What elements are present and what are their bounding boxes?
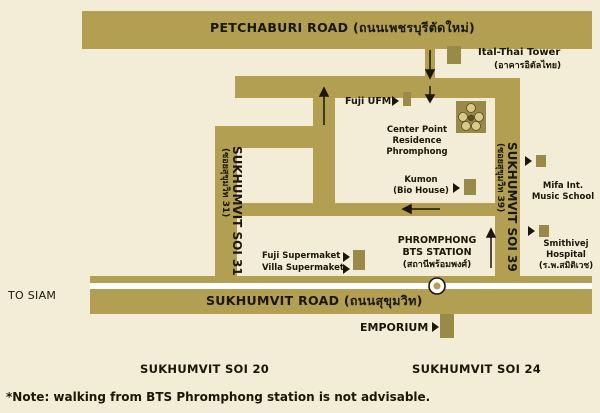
- arrow-down-center: [424, 86, 436, 104]
- emporium-label: EMPORIUM: [360, 321, 429, 334]
- soi31-road: [215, 126, 237, 276]
- fuji-supermarket-label: Fuji Supermaket: [262, 251, 341, 261]
- center-point-line1: Center Point: [386, 125, 448, 135]
- center-point-line3: Phromphong: [386, 147, 448, 157]
- emporium-block: [440, 314, 454, 338]
- soi20-label: SUKHUMVIT SOI 20: [140, 362, 270, 376]
- center-cross-road: [405, 78, 520, 98]
- sukhumvit-road-label: SUKHUMVIT ROAD (ถนนสุขุมวิท): [206, 293, 423, 308]
- petchaburi-road: [82, 11, 592, 49]
- soi39-label: SUKHUMVIT SOI 39: [505, 142, 519, 272]
- middle-left-road: [215, 126, 315, 148]
- to-siam-label: TO SIAM: [8, 289, 57, 302]
- mifa-label-line1: Mifa Int.: [542, 181, 584, 191]
- bts-rail-line: [90, 283, 592, 289]
- fuji-ufm-block: [403, 92, 411, 106]
- villa-supermarket-label: Villa Supermaket: [262, 263, 344, 273]
- sukhumvit-road: [90, 276, 592, 314]
- bts-label-line1: PHROMPHONG: [397, 235, 477, 246]
- ital-thai-tower-thai-label: (อาคารอิตัลไทย): [494, 61, 562, 71]
- triangle-marker-icon: [343, 264, 350, 274]
- bio-house-label: (Bio House): [393, 186, 449, 196]
- soi24-label: SUKHUMVIT SOI 24: [412, 362, 542, 376]
- triangle-marker-icon: [453, 183, 460, 193]
- arrow-up-soi39: [485, 227, 497, 268]
- kumon-label: Kumon: [404, 175, 438, 185]
- soi31-thai-label: (ซอยสุขุมวิท 31): [220, 148, 230, 218]
- supermarket-block: [353, 250, 365, 270]
- upper-cross-road: [235, 76, 435, 98]
- smithivej-label-line1: Smithivej: [543, 239, 589, 249]
- mifa-label-line2: Music School: [531, 192, 595, 202]
- ital-thai-tower-block: [447, 46, 461, 64]
- lower-cross-road: [233, 203, 495, 216]
- inner-vertical-road: [313, 78, 335, 206]
- smithivej-block: [539, 225, 549, 237]
- bts-thai-label: (สถานีพร้อมพงศ์): [402, 260, 472, 270]
- triangle-marker-icon: [392, 96, 399, 106]
- bts-label-line2: BTS STATION: [402, 247, 472, 258]
- triangle-marker-icon: [525, 156, 532, 166]
- triangle-marker-icon: [343, 252, 350, 262]
- walking-note: *Note: walking from BTS Phromphong stati…: [6, 390, 431, 404]
- arrow-left-cross-road: [401, 203, 440, 215]
- center-point-line2: Residence: [392, 136, 442, 146]
- arrow-down-petchaburi: [424, 50, 436, 80]
- soi31-label: SUKHUMVIT SOI 31: [230, 146, 244, 276]
- triangle-marker-icon: [528, 226, 535, 236]
- petchaburi-road-label: PETCHABURI ROAD (ถนนเพชรบุรีตัดใหม่): [210, 20, 476, 35]
- triangle-marker-icon: [432, 322, 439, 332]
- smithivej-thai-label: (ร.พ.สมิติเวช): [538, 261, 594, 271]
- flower-logo-icon: [458, 103, 484, 131]
- ital-thai-tower-label: Ital-Thai Tower: [478, 47, 561, 58]
- soi39-road: [495, 78, 520, 276]
- bts-station-center: [433, 282, 441, 290]
- smithivej-label-line2: Hospital: [546, 250, 586, 260]
- soi39-thai-label: (ซอยสุขุมวิท 39): [495, 143, 505, 213]
- mifa-block: [536, 155, 546, 167]
- fuji-ufm-label: Fuji UFM: [345, 96, 392, 107]
- arrow-up-inner-road: [318, 86, 330, 125]
- kumon-block: [464, 179, 476, 195]
